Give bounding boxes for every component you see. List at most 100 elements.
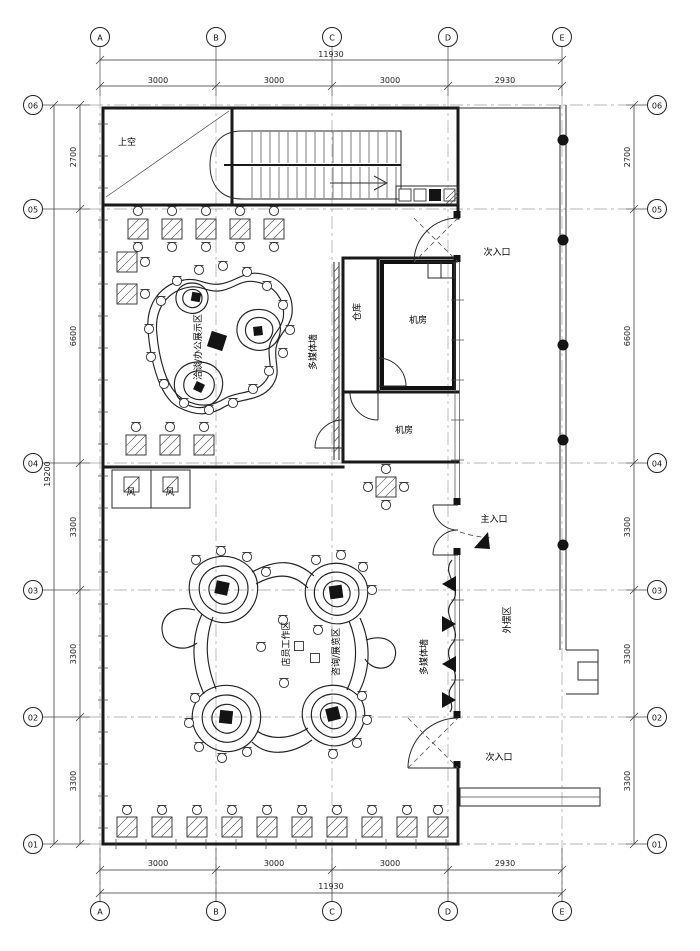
chair bbox=[216, 752, 228, 764]
chair bbox=[166, 241, 178, 253]
axis-label: A bbox=[97, 33, 103, 42]
table bbox=[427, 816, 449, 838]
chair bbox=[145, 351, 157, 363]
chair bbox=[261, 804, 273, 816]
chair bbox=[217, 260, 229, 272]
axis-label: D bbox=[445, 907, 451, 916]
chair bbox=[278, 677, 290, 689]
staircase bbox=[209, 130, 402, 200]
dim-bottom-seg: 3000 bbox=[380, 859, 400, 868]
chair bbox=[296, 804, 308, 816]
building-walls bbox=[98, 106, 464, 849]
lounge-display-cluster bbox=[147, 272, 293, 415]
dim-top-seg: 2930 bbox=[495, 76, 515, 85]
table bbox=[151, 816, 173, 838]
axis-label: 06 bbox=[28, 101, 38, 110]
media-wall-hatch bbox=[333, 265, 340, 453]
chair bbox=[362, 481, 374, 493]
chair bbox=[310, 554, 322, 566]
chair bbox=[130, 421, 142, 433]
door-storage bbox=[314, 419, 344, 449]
room-labels: 上空 次入口 仓库 机房 机房 多媒体墙 洽谈/办公展示区 风 风 主入口 店员… bbox=[118, 136, 513, 763]
axis-label: 04 bbox=[652, 459, 662, 468]
room-label-secondary-entrance-top: 次入口 bbox=[483, 246, 510, 258]
dim-top-seg: 3000 bbox=[380, 76, 400, 85]
table bbox=[326, 816, 348, 838]
room-label-machine-room-1: 机房 bbox=[409, 314, 427, 326]
outdoor-area bbox=[458, 105, 601, 807]
room-label-outdoor: 外摆区 bbox=[501, 606, 513, 633]
dim-right-seg: 6600 bbox=[623, 326, 632, 346]
chair bbox=[241, 746, 253, 758]
room-label-void: 上空 bbox=[118, 136, 136, 148]
window-mullions bbox=[98, 123, 464, 849]
chair bbox=[268, 205, 280, 217]
room-label-secondary-entrance-bottom: 次入口 bbox=[485, 751, 512, 763]
chair bbox=[234, 241, 246, 253]
outdoor-steps-upper bbox=[566, 649, 599, 695]
axis-label: 01 bbox=[652, 840, 662, 849]
table bbox=[116, 251, 138, 273]
axis-label: C bbox=[329, 33, 335, 42]
chair bbox=[203, 404, 215, 416]
dim-left-seg: 3300 bbox=[69, 771, 78, 791]
dim-top-seg: 3000 bbox=[264, 76, 284, 85]
table bbox=[116, 283, 138, 305]
chair bbox=[155, 295, 167, 307]
chair bbox=[263, 365, 275, 377]
chair bbox=[139, 288, 151, 300]
chair bbox=[277, 299, 289, 311]
dim-top-overall: 11930 bbox=[318, 50, 343, 59]
dim-left-seg: 3300 bbox=[69, 517, 78, 537]
chair bbox=[164, 421, 176, 433]
table bbox=[291, 816, 313, 838]
axis-label: E bbox=[559, 33, 564, 42]
table bbox=[396, 816, 418, 838]
dim-bottom-overall: 11930 bbox=[318, 882, 343, 891]
table bbox=[159, 434, 181, 456]
chair bbox=[158, 378, 170, 390]
table bbox=[193, 434, 215, 456]
storefront-glass bbox=[454, 262, 460, 718]
axis-label: 05 bbox=[652, 205, 662, 214]
chair bbox=[241, 266, 253, 278]
dim-right-seg: 2700 bbox=[623, 147, 632, 167]
chair bbox=[261, 280, 273, 292]
chair bbox=[121, 804, 133, 816]
landscape-dot bbox=[557, 234, 569, 246]
room-label-machine-room-2: 机房 bbox=[395, 424, 413, 436]
room-label-ahu-1: 风 bbox=[126, 487, 135, 498]
axis-label: 03 bbox=[28, 586, 38, 595]
dim-left-seg: 2700 bbox=[69, 147, 78, 167]
table bbox=[221, 816, 243, 838]
room-label-main-entrance: 主入口 bbox=[480, 513, 507, 525]
landscape-dot bbox=[557, 339, 569, 351]
chair bbox=[226, 804, 238, 816]
chair bbox=[327, 748, 339, 760]
axis-label: A bbox=[97, 907, 103, 916]
table bbox=[263, 218, 285, 240]
axis-label: 02 bbox=[652, 713, 662, 722]
furniture-layer bbox=[116, 205, 449, 838]
axis-label: B bbox=[213, 33, 219, 42]
room-label-lounge-display: 洽谈/办公展示区 bbox=[192, 314, 204, 380]
chair bbox=[380, 463, 392, 475]
dim-right-seg: 3300 bbox=[623, 771, 632, 791]
axis-label: E bbox=[559, 907, 564, 916]
door-machine-room-2 bbox=[349, 391, 379, 421]
axis-label: 05 bbox=[28, 205, 38, 214]
chair bbox=[432, 804, 444, 816]
axis-label: D bbox=[445, 33, 451, 42]
landscape-dot bbox=[557, 539, 569, 551]
chair bbox=[215, 545, 227, 557]
chair bbox=[183, 717, 195, 729]
grid-axis-bubbles: A B C D E A B C D E 06 05 04 03 02 01 06… bbox=[23, 27, 667, 921]
chair bbox=[247, 383, 259, 395]
chair bbox=[171, 275, 183, 287]
table bbox=[161, 218, 183, 240]
landscape-dot bbox=[557, 434, 569, 446]
chair bbox=[191, 804, 203, 816]
dim-right-seg: 3300 bbox=[623, 517, 632, 537]
chair bbox=[198, 421, 210, 433]
